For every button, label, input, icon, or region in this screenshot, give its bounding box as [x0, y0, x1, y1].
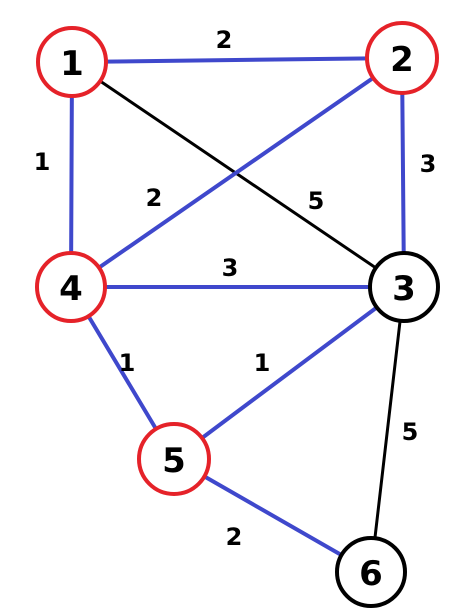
- node-1: 1: [36, 26, 108, 98]
- node-circle-2: [365, 21, 439, 95]
- edge-2-4: [69, 56, 404, 289]
- edge-5-6: [172, 457, 373, 574]
- node-5: 5: [137, 422, 211, 496]
- node-circle-1: [36, 26, 108, 98]
- node-label-2: 2: [390, 40, 414, 80]
- node-circle-3: [368, 251, 440, 323]
- node-circle-5: [137, 422, 211, 496]
- node-label-5: 5: [162, 441, 186, 481]
- node-4: 4: [35, 251, 107, 323]
- edge-1-4: [69, 60, 74, 289]
- edge-3-6: [369, 285, 406, 574]
- edge-weight-2-3: 3: [420, 150, 437, 178]
- nodes-layer: 1 2 3 4 5 6: [35, 21, 440, 608]
- node-circle-4: [35, 251, 107, 323]
- edge-weight-2-4: 2: [146, 184, 163, 212]
- node-2: 2: [365, 21, 439, 95]
- node-label-3: 3: [392, 269, 416, 309]
- node-circle-6: [335, 536, 407, 608]
- node-label-1: 1: [60, 44, 84, 84]
- edge-weight-1-4: 1: [34, 148, 51, 176]
- edge-weight-1-2: 2: [216, 26, 233, 54]
- edge-weight-5-6: 2: [226, 523, 243, 551]
- node-6: 6: [335, 536, 407, 608]
- node-label-6: 6: [359, 554, 383, 594]
- edge-1-3: [70, 60, 406, 289]
- edge-weight-3-6: 5: [402, 418, 419, 446]
- edge-weight-3-5: 1: [254, 349, 271, 377]
- edge-weight-4-5: 1: [119, 349, 136, 377]
- edge-2-3: [400, 56, 406, 289]
- edge-3-5: [172, 285, 406, 461]
- edges-layer: [69, 56, 406, 574]
- edge-weights-layer: 2 1 5 2 3 3 1 1 5 2: [34, 26, 437, 551]
- edge-1-2: [70, 56, 404, 64]
- node-3: 3: [368, 251, 440, 323]
- node-label-4: 4: [59, 269, 83, 309]
- edge-weight-4-3: 3: [222, 254, 239, 282]
- edge-weight-1-3: 5: [308, 187, 325, 215]
